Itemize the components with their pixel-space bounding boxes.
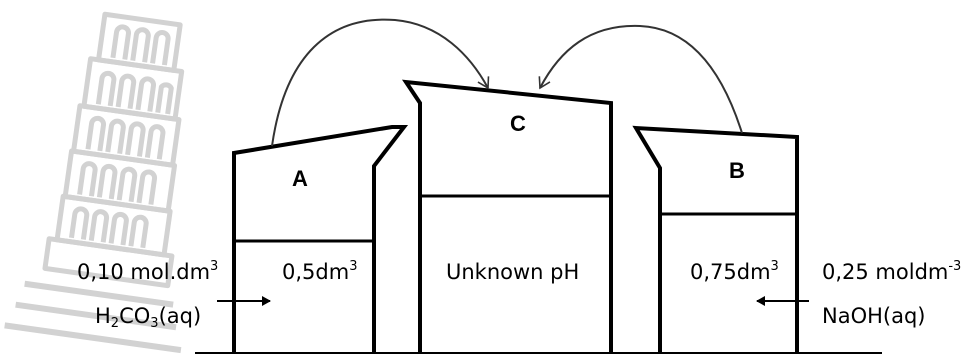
vessel-b-label: B [729,158,745,183]
pour-arrow-a-to-c [271,18,490,147]
solution-a-formula: H2CO3(aq) [95,304,202,331]
vessel-c-label: C [510,111,526,136]
vessel-a-volume: 0,5dm3 [282,259,358,284]
solution-a-concentration: 0,10 mol.dm3 [77,259,219,284]
vessel-a-label: A [292,166,308,191]
solution-b-formula: NaOH(aq) [822,304,926,328]
vessel-c-content: Unknown pH [446,260,580,284]
pour-arrow-b-to-c [538,24,743,134]
vessel-b-outline [632,125,799,353]
vessel-c-outline [401,79,613,353]
leaning-tower-watermark-icon [4,11,185,354]
vessel-a-outline [232,125,409,353]
solution-b-concentration: 0,25 moldm-3 [822,259,962,284]
vessel-b-volume: 0,75dm3 [690,259,779,284]
